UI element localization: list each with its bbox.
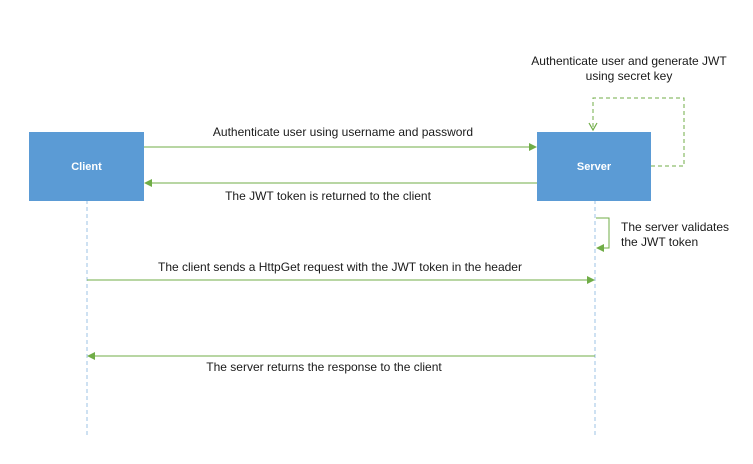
- generate-jwt-label-line1: Authenticate user and generate JWT: [531, 54, 727, 68]
- client-label: Client: [71, 161, 102, 173]
- server-box: Server: [537, 132, 651, 201]
- validate-loop: [596, 217, 610, 252]
- generate-jwt-label-line2: using secret key: [586, 69, 673, 83]
- generate-jwt-loop: [588, 97, 685, 167]
- validate-label-line1: The server validates: [621, 220, 729, 234]
- client-box: Client: [29, 132, 144, 201]
- authenticate-label: Authenticate user using username and pas…: [213, 125, 473, 139]
- response-label: The server returns the response to the c…: [206, 360, 442, 374]
- validate-label-line2: the JWT token: [621, 235, 698, 249]
- server-label: Server: [577, 161, 612, 173]
- http-get-label: The client sends a HttpGet request with …: [158, 260, 522, 274]
- token-returned-label: The JWT token is returned to the client: [225, 189, 432, 203]
